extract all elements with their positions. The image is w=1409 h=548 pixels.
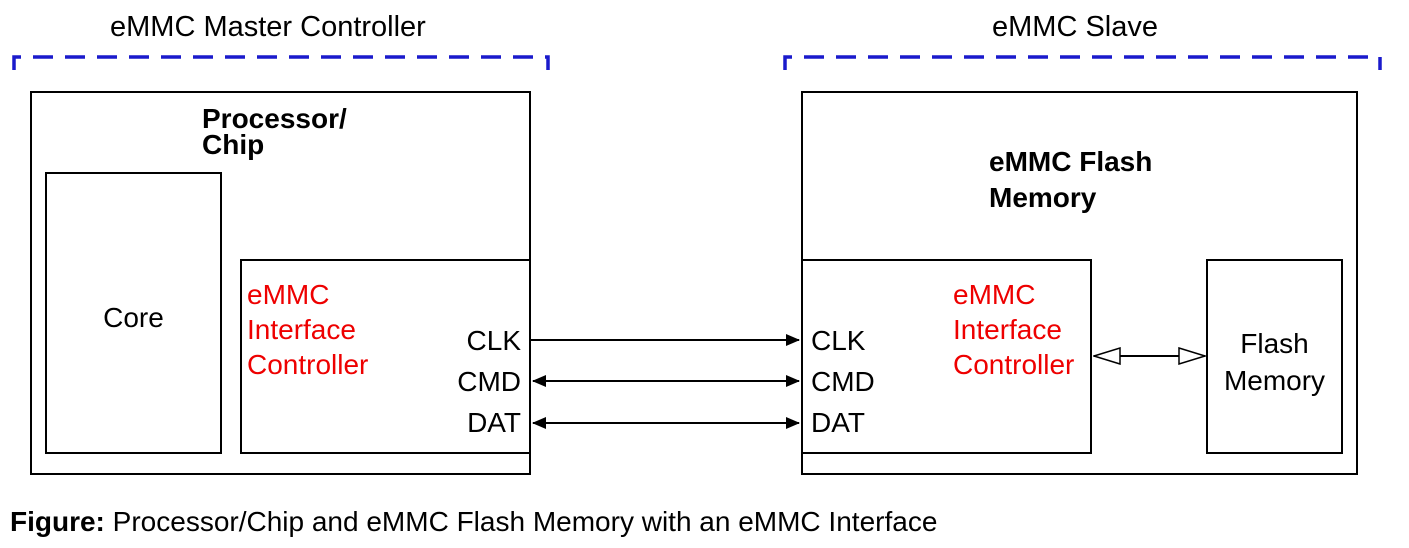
emmc-flash-title-line1: eMMC Flash bbox=[989, 146, 1153, 177]
flash-memory-line2: Memory bbox=[1223, 365, 1326, 396]
slave-signal-clk: CLK bbox=[811, 325, 866, 356]
slave-signal-dat: DAT bbox=[811, 407, 865, 438]
caption-text: Processor/Chip and eMMC Flash Memory wit… bbox=[104, 506, 938, 537]
master-interface-line1: eMMC bbox=[247, 279, 330, 310]
master-group-bracket bbox=[12, 55, 550, 70]
caption-label: Figure: bbox=[10, 506, 105, 537]
slave-interface-line3: Controller bbox=[953, 349, 1075, 380]
processor-chip-title-line2: Chip bbox=[202, 129, 265, 160]
master-interface-line3: Controller bbox=[247, 349, 369, 380]
slave-interface-box: CLK CMD DAT eMMC Interface Controller bbox=[801, 259, 1092, 454]
figure-caption: Figure: Processor/Chip and eMMC Flash Me… bbox=[10, 506, 937, 538]
master-interface-line2: Interface bbox=[247, 314, 356, 345]
slave-signal-cmd: CMD bbox=[811, 366, 875, 397]
slave-group-label: eMMC Slave bbox=[992, 11, 1158, 43]
master-signal-cmd: CMD bbox=[457, 366, 521, 397]
core-label: Core bbox=[103, 302, 164, 333]
processor-chip-title-line1: Processor/ bbox=[202, 103, 347, 134]
flash-memory-box: Flash Memory bbox=[1206, 259, 1343, 454]
slave-interface-line2: Interface bbox=[953, 314, 1062, 345]
slave-interface-line1: eMMC bbox=[953, 279, 1036, 310]
master-signal-dat: DAT bbox=[467, 407, 521, 438]
flash-memory-line1: Flash bbox=[1240, 328, 1309, 359]
master-interface-box: eMMC Interface Controller CLK CMD DAT bbox=[240, 259, 531, 454]
emmc-flash-title-line2: Memory bbox=[989, 182, 1097, 213]
master-group-label: eMMC Master Controller bbox=[110, 11, 426, 43]
slave-group-bracket bbox=[783, 55, 1382, 70]
master-signal-clk: CLK bbox=[466, 325, 521, 356]
core-box: Core bbox=[45, 172, 222, 454]
